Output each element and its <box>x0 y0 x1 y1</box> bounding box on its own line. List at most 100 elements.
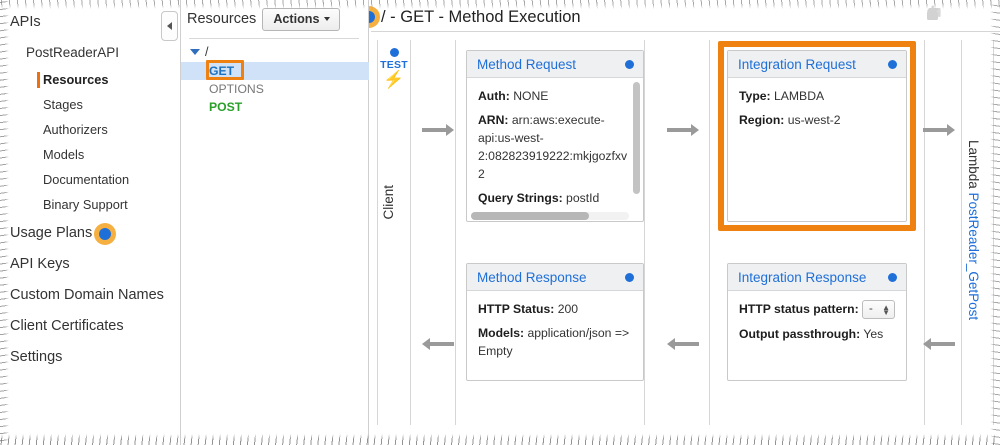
lightning-bolt-icon: ⚡ <box>383 70 405 89</box>
status-dot-icon <box>888 272 897 282</box>
sidebar-item-custom-domain-names[interactable]: Custom Domain Names <box>0 280 180 311</box>
card-body: HTTP Status: 200 Models: application/jso… <box>467 291 643 372</box>
card-integration-response[interactable]: Integration Response HTTP status pattern… <box>727 263 907 381</box>
sidebar-item-label: Settings <box>10 349 63 366</box>
test-button[interactable]: TEST ⚡ <box>379 48 409 89</box>
card-header: Integration Response <box>728 264 906 291</box>
tree-method-options[interactable]: OPTIONS <box>181 80 369 98</box>
status-dot-icon <box>888 59 897 69</box>
arrow-method-response-to-client <box>422 337 454 351</box>
test-label: TEST <box>380 59 408 71</box>
actions-button[interactable]: Actions <box>262 7 340 31</box>
sidebar-item-label: Custom Domain Names <box>10 287 164 304</box>
main-content: / - GET - Method Execution TEST ⚡ Client… <box>358 0 1000 445</box>
cursor-click-marker-icon <box>94 222 117 245</box>
resources-panel-header: Resources Actions <box>181 0 368 38</box>
card-title[interactable]: Integration Response <box>738 269 867 285</box>
sidebar-item-api-keys[interactable]: API Keys <box>0 249 180 280</box>
arrow-head-right-icon <box>446 124 454 136</box>
scrollbar-thumb[interactable] <box>471 212 589 220</box>
card-body: HTTP status pattern: - ▲▼ Output passthr… <box>728 291 906 355</box>
field-key: HTTP Status: <box>478 302 555 316</box>
field-http-status: HTTP Status: 200 <box>478 300 633 318</box>
card-header: Integration Request <box>728 51 906 78</box>
sidebar-item-apis[interactable]: APIs <box>0 7 180 38</box>
tree-node-root[interactable]: / <box>181 42 369 62</box>
chevron-left-icon <box>167 22 172 30</box>
sidebar-item-postreaderapi[interactable]: PostReaderAPI <box>0 38 180 68</box>
arrow-shaft <box>675 342 699 346</box>
card-title[interactable]: Method Response <box>477 269 587 285</box>
client-lane-label: Client <box>381 185 396 220</box>
vertical-scrollbar[interactable] <box>633 82 640 194</box>
field-key: ARN: <box>478 113 509 128</box>
sidebar-item-client-certificates[interactable]: Client Certificates <box>0 311 180 342</box>
sidebar-item-label: Resources <box>43 72 109 88</box>
sidebar-item-settings[interactable]: Settings <box>0 342 180 373</box>
field-query-strings: Query Strings: postId <box>478 189 629 207</box>
sidebar-item-label: Models <box>43 147 85 163</box>
arrow-method-request-to-integration-request <box>667 123 699 137</box>
collapse-panel-button[interactable] <box>161 11 178 41</box>
tree-method-get[interactable]: GET <box>181 62 369 80</box>
field-auth: Auth: NONE <box>478 87 629 105</box>
sidebar-item-label: APIs <box>10 14 41 31</box>
page-title: / - GET - Method Execution <box>381 7 581 26</box>
sidebar-item-label: Client Certificates <box>10 318 124 335</box>
field-value: NONE <box>513 89 549 103</box>
arrow-head-left-icon <box>422 338 430 350</box>
panel-divider <box>189 38 359 39</box>
sidebar-item-stages[interactable]: Stages <box>0 93 180 118</box>
sidebar-item-label: Binary Support <box>43 197 128 213</box>
field-key: Auth: <box>478 89 510 103</box>
field-value: postId <box>566 191 600 206</box>
field-value: application/json => Empty <box>478 326 630 359</box>
field-key: Query Strings: <box>478 191 563 206</box>
left-navigation: APIs PostReaderAPI Resources Stages Auth… <box>0 0 181 445</box>
sidebar-item-resources[interactable]: Resources <box>0 68 180 93</box>
arrow-head-left-icon <box>667 338 675 350</box>
arrow-client-to-method-request <box>422 123 454 137</box>
sidebar-item-binary-support[interactable]: Binary Support <box>0 193 180 218</box>
card-body: Type: LAMBDA Region: us-west-2 <box>728 78 906 141</box>
sidebar-item-authorizers[interactable]: Authorizers <box>0 118 180 143</box>
field-models: Models: application/json => Empty <box>478 324 633 360</box>
arrow-lambda-to-integration-response <box>923 337 955 351</box>
card-header: Method Request <box>467 51 643 78</box>
field-value: LAMBDA <box>774 89 825 103</box>
arrow-shaft <box>923 128 947 132</box>
sidebar-item-label: Stages <box>43 97 83 113</box>
field-arn: ARN: arn:aws:execute-api:us-west-2:08282… <box>478 111 629 183</box>
resource-tree: / GET OPTIONS POST <box>181 42 369 116</box>
actions-button-label: Actions <box>273 12 320 26</box>
chevron-down-icon <box>190 49 200 55</box>
card-title[interactable]: Method Request <box>477 56 577 72</box>
sidebar-item-models[interactable]: Models <box>0 143 180 168</box>
card-method-request[interactable]: Method Request Auth: NONE ARN: arn:aws:e… <box>466 50 644 222</box>
field-region: Region: us-west-2 <box>739 111 896 129</box>
card-title[interactable]: Integration Request <box>738 56 856 72</box>
arrow-shaft <box>422 128 446 132</box>
horizontal-scrollbar[interactable] <box>471 212 629 220</box>
sidebar-item-documentation[interactable]: Documentation <box>0 168 180 193</box>
card-method-response[interactable]: Method Response HTTP Status: 200 Models:… <box>466 263 644 381</box>
tree-method-label: OPTIONS <box>209 82 264 96</box>
http-status-pattern-select[interactable]: - ▲▼ <box>862 300 896 320</box>
delete-method-icon[interactable] <box>923 3 945 30</box>
arrow-integration-request-to-lambda <box>923 123 955 137</box>
tree-method-post[interactable]: POST <box>181 98 369 116</box>
select-value: - <box>869 303 873 316</box>
sidebar-item-usage-plans[interactable]: Usage Plans <box>0 218 180 249</box>
lambda-function-link[interactable]: PostReader_GetPost <box>966 192 981 321</box>
sidebar-item-label: Usage Plans <box>10 225 93 242</box>
field-key: Models: <box>478 326 525 341</box>
card-integration-request[interactable]: Integration Request Type: LAMBDA Region:… <box>727 50 907 222</box>
field-value: us-west-2 <box>787 113 841 128</box>
field-value: arn:aws:execute-api:us-west-2:0828239192… <box>478 113 628 182</box>
test-dot-icon <box>389 48 399 57</box>
arrow-integration-response-to-method-response <box>667 337 699 351</box>
chevron-down-icon <box>323 17 330 21</box>
field-key: Region: <box>739 113 785 128</box>
sidebar-item-label: Documentation <box>43 172 130 188</box>
